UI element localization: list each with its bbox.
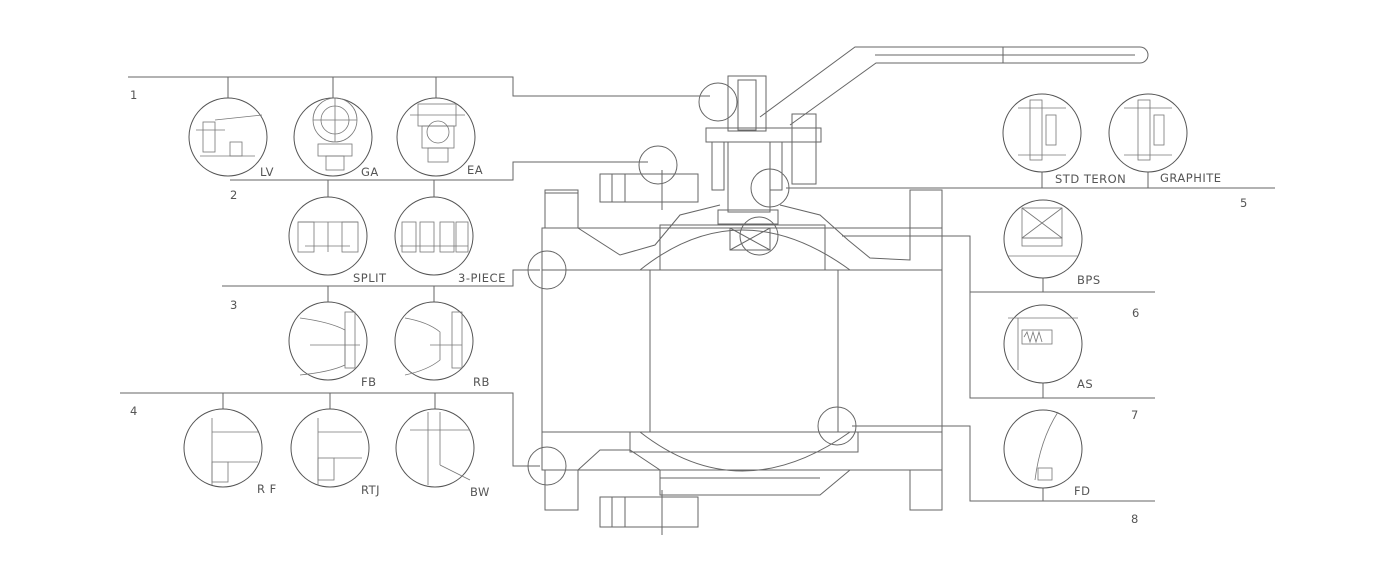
label-lv: LV <box>260 165 274 179</box>
detail-graphite <box>1108 93 1188 173</box>
label-bps: BPS <box>1077 273 1101 287</box>
section-number-1: 1 <box>130 88 138 102</box>
section-number-7: 7 <box>1131 408 1139 422</box>
label-graphite: GRAPHITE <box>1160 171 1222 185</box>
label-rf: R F <box>257 482 277 496</box>
section-number-5: 5 <box>1240 196 1248 210</box>
detail-ea <box>396 97 476 177</box>
label-std-teron: STD TERON <box>1055 172 1126 186</box>
label-rb: RB <box>473 375 490 389</box>
label-rtj: RTJ <box>361 483 380 497</box>
label-ea: EA <box>467 163 483 177</box>
label-fb: FB <box>361 375 377 389</box>
section-number-6: 6 <box>1132 306 1140 320</box>
label-bw: BW <box>470 485 490 499</box>
leader-lines <box>120 76 1275 502</box>
label-split: SPLIT <box>353 271 387 285</box>
valve-body <box>541 46 1149 535</box>
section-number-8: 8 <box>1131 512 1139 526</box>
detail-lv <box>188 97 268 177</box>
detail-as <box>1003 304 1083 384</box>
detail-3piece <box>394 196 474 276</box>
detail-rb <box>394 301 474 381</box>
body-callout-circles <box>527 82 857 486</box>
detail-std-teron <box>1002 93 1082 173</box>
detail-rf <box>183 408 263 488</box>
detail-fb <box>288 301 368 381</box>
section-number-2: 2 <box>230 188 238 202</box>
detail-fd <box>1003 409 1083 489</box>
detail-ga <box>293 97 373 177</box>
label-ga: GA <box>361 165 379 179</box>
label-as: AS <box>1077 377 1093 391</box>
section-number-4: 4 <box>130 404 138 418</box>
detail-bw <box>395 408 475 488</box>
label-fd: FD <box>1074 484 1090 498</box>
section-number-3: 3 <box>230 298 238 312</box>
detail-rtj <box>290 408 370 488</box>
label-3-piece: 3-PIECE <box>458 271 506 285</box>
detail-split <box>288 196 368 276</box>
detail-bps <box>1003 199 1083 279</box>
